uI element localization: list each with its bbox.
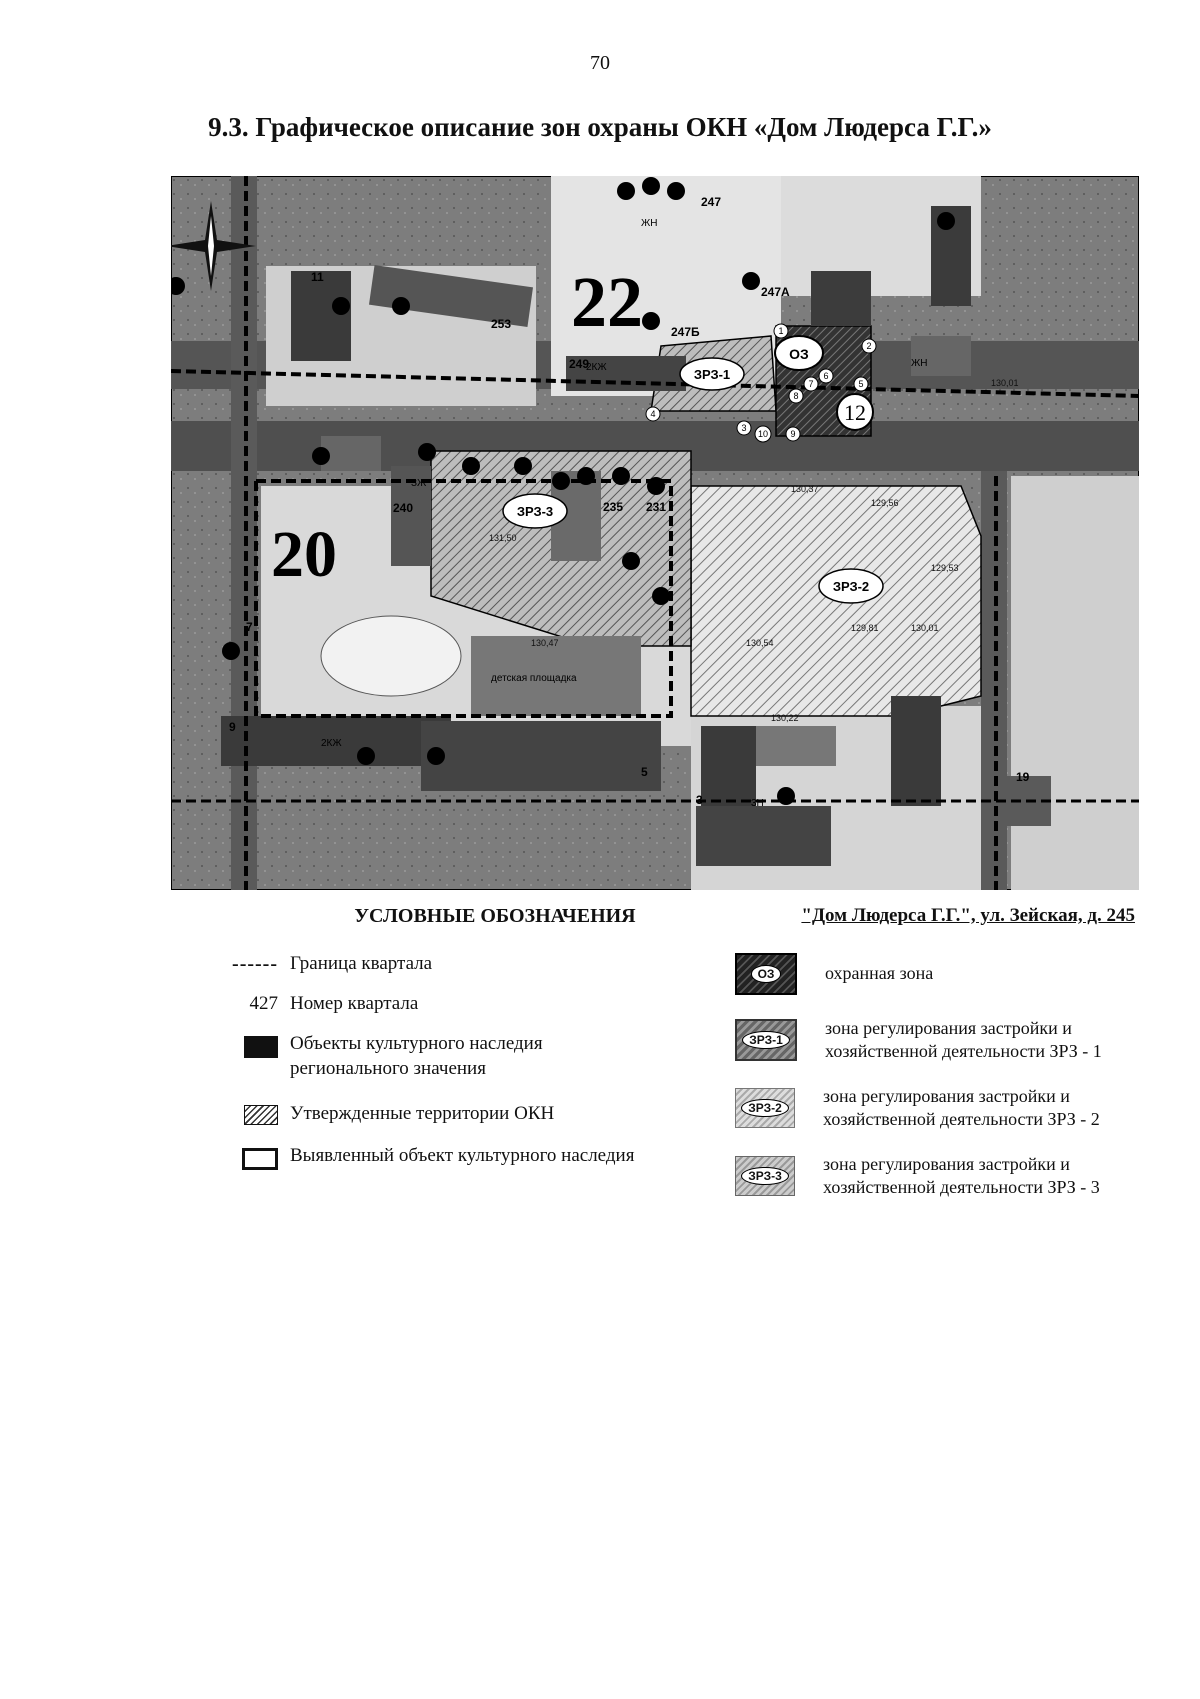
legend-item: Выявленный объект культурного наследия (180, 1145, 634, 1170)
elevation-mark: 130,47 (531, 638, 559, 648)
elevation-mark: 130,37 (791, 484, 819, 494)
legend-label: Утвержденные территории ОКН (290, 1103, 555, 1124)
zone-oz-label: ОЗ (789, 346, 809, 362)
elevation-mark: 129,81 (851, 623, 879, 633)
legend-label: Номер квартала (290, 993, 419, 1014)
map-text-label: детская площадка (491, 673, 577, 684)
point-number: 3 (741, 423, 746, 433)
building-number: 235 (603, 500, 623, 514)
identified-object-icon (242, 1148, 278, 1170)
point-number: 7 (808, 379, 813, 389)
zone-zrz3-label: ЗРЗ-3 (517, 504, 553, 519)
zone-legend-label: охранная зона (825, 963, 934, 984)
zone-zrz2-icon: ЗРЗ-2 (735, 1088, 795, 1129)
building-type: 3Н (751, 798, 764, 809)
zone-zrz2-label: ЗРЗ-2 (833, 579, 869, 594)
elevation-mark: 130,54 (746, 638, 774, 648)
elevation-mark: 129,56 (871, 498, 899, 508)
building-number: 5 (641, 765, 648, 779)
zone-zrz1-icon: ЗРЗ-1 (735, 1019, 797, 1062)
legend-label: Граница квартала (290, 953, 433, 974)
building-type: ЖН (641, 218, 657, 229)
elevation-mark: 130,01 (911, 623, 939, 633)
zones-legend-heading: "Дом Людерса Г.Г.", ул. Зейская, д. 245 (801, 905, 1135, 926)
legend-label: Выявленный объект культурного наследия (290, 1145, 635, 1166)
legend-heading: УСЛОВНЫЕ ОБОЗНАЧЕНИЯ (354, 905, 636, 927)
zone-zrz3-icon: ЗРЗ-3 (735, 1156, 795, 1197)
legend-item: Объекты культурного наследия регионально… (180, 1032, 620, 1081)
legend-item: ------ Граница квартала (180, 953, 432, 976)
elevation-mark: 131,50 (489, 533, 517, 543)
point-number: 4 (650, 409, 655, 419)
building-number: 253 (491, 317, 511, 331)
legend: УСЛОВНЫЕ ОБОЗНАЧЕНИЯ ------ Граница квар… (180, 905, 720, 1170)
zone-legend-item: ЗРЗ-2 зона регулирования застройки и хоз… (735, 1085, 1133, 1132)
building-number: 19 (1016, 770, 1030, 784)
zone-legend-item: ЗРЗ-1 зона регулирования застройки и хоз… (735, 1017, 1135, 1064)
legend-item: 427 Номер квартала (180, 993, 419, 1015)
legend-label: Объекты культурного наследия регионально… (290, 1033, 543, 1079)
approved-territory-icon (244, 1105, 278, 1125)
building-number: 247 (701, 195, 721, 209)
quarter-number-sample: 427 (249, 993, 279, 1014)
zone-legend-item: ОЗ охранная зона (735, 953, 933, 995)
building-type: 2КЖ (321, 738, 342, 749)
elevation-mark: 129,53 (931, 563, 959, 573)
building-number: 249 (569, 357, 589, 371)
point-number: 8 (793, 391, 798, 401)
elevation-mark: 130,01 (991, 378, 1019, 388)
page-number: 70 (590, 52, 610, 74)
page-title: 9.3. Графическое описание зон охраны ОКН… (208, 112, 992, 142)
quarter-label: 22 (571, 262, 643, 342)
building-number: 247Б (671, 325, 700, 339)
building-number: 9 (229, 720, 236, 734)
point-number: 1 (778, 326, 783, 336)
elevation-mark: 130,22 (771, 713, 799, 723)
building-number: 247А (761, 285, 790, 299)
quarter-label: 12 (844, 400, 866, 425)
zone-oz-icon: ОЗ (735, 953, 797, 995)
building-type: 2КЖ (586, 362, 607, 373)
building-number: 3 (696, 793, 703, 807)
north-arrow-icon (171, 201, 256, 291)
point-number: 9 (790, 429, 795, 439)
legend-item: Утвержденные территории ОКН (180, 1103, 554, 1125)
zone-legend-label: зона регулирования застройки и хозяйстве… (825, 1018, 1102, 1062)
building-type: ЖН (911, 358, 927, 369)
zone-map: 22 20 12 ОЗ ЗРЗ-1 ЗРЗ-2 ЗРЗ-3 247 247А 2… (171, 176, 1139, 890)
point-number: 2 (866, 341, 871, 351)
building-number: 240 (393, 501, 413, 515)
quarter-boundary-icon: ------ (232, 953, 278, 975)
quarter-label: 20 (271, 518, 337, 591)
zone-legend-label: зона регулирования застройки и хозяйстве… (823, 1154, 1100, 1198)
zone-legend-label: зона регулирования застройки и хозяйстве… (823, 1086, 1100, 1130)
building-number: 11 (311, 270, 324, 284)
zone-zrz1-label: ЗРЗ-1 (694, 367, 730, 382)
point-number: 10 (758, 429, 768, 439)
point-number: 6 (823, 371, 828, 381)
building-type: ЗЖ (411, 478, 427, 489)
point-number: 5 (858, 379, 863, 389)
building-number: 7 (246, 620, 253, 634)
building-number: 231 (646, 500, 666, 514)
zone-legend-item: ЗРЗ-3 зона регулирования застройки и хоз… (735, 1153, 1133, 1200)
zones-legend: "Дом Людерса Г.Г.", ул. Зейская, д. 245 … (735, 905, 1155, 1197)
okn-region-icon (244, 1036, 278, 1058)
